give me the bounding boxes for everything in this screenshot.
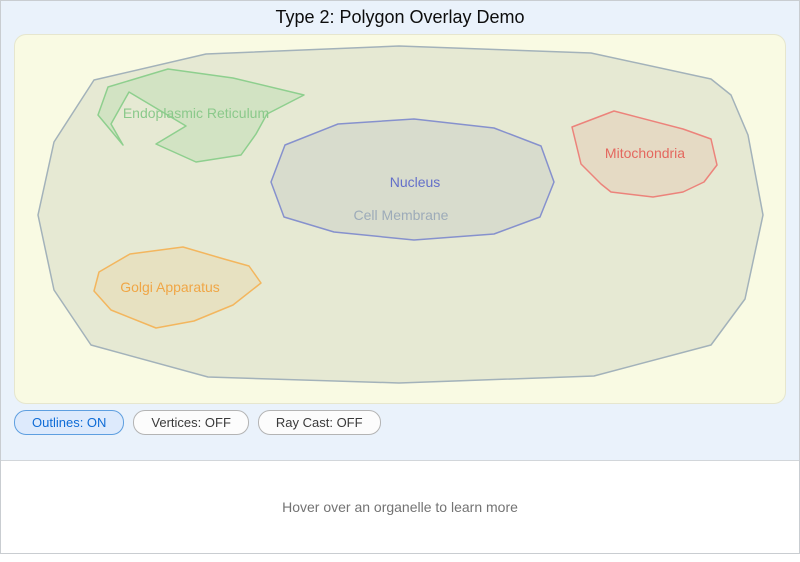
raycast-toggle-button[interactable]: Ray Cast: OFF	[257, 410, 381, 435]
label-mitochondria: Mitochondria	[605, 145, 685, 161]
toolbar: Outlines: ON Vertices: OFF Ray Cast: OFF	[14, 410, 799, 435]
status-message: Hover over an organelle to learn more	[282, 499, 518, 515]
demo-panel: Type 2: Polygon Overlay Demo Cell Membra…	[1, 1, 799, 461]
polygon-golgi-apparatus[interactable]	[93, 246, 262, 329]
organelle-svg: Cell Membrane Endoplasmic ReticulumNucleu…	[37, 45, 764, 384]
label-endoplasmic-reticulum: Endoplasmic Reticulum	[123, 105, 269, 121]
label-golgi-apparatus: Golgi Apparatus	[120, 279, 220, 295]
status-panel: Hover over an organelle to learn more	[1, 461, 799, 553]
vertices-toggle-button[interactable]: Vertices: OFF	[133, 410, 249, 435]
polygon-mitochondria[interactable]	[571, 110, 718, 198]
polygon-cell-membrane[interactable]	[37, 45, 764, 384]
label-cell-membrane: Cell Membrane	[354, 207, 449, 223]
polygon-nucleus[interactable]	[270, 118, 555, 241]
label-nucleus: Nucleus	[390, 174, 441, 190]
outlines-toggle-button[interactable]: Outlines: ON	[14, 410, 125, 435]
polygon-endoplasmic-reticulum[interactable]	[97, 68, 305, 163]
page-title: Type 2: Polygon Overlay Demo	[275, 7, 525, 27]
